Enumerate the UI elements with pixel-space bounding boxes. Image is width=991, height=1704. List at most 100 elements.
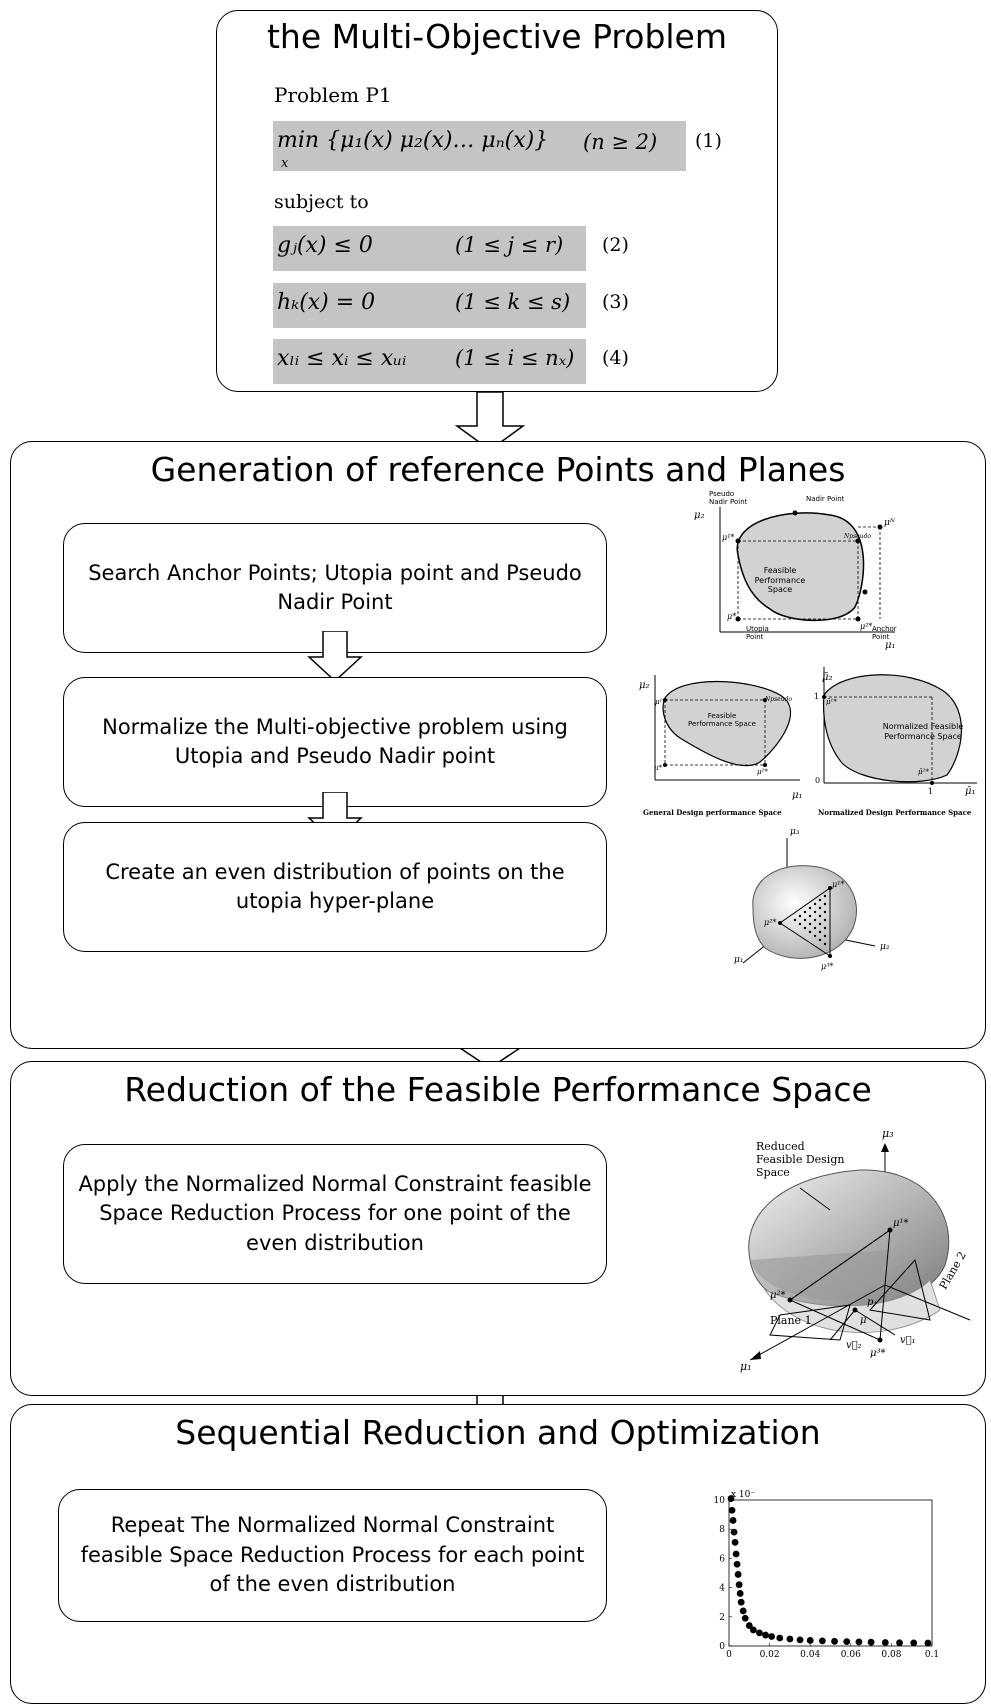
data-point [762,1631,769,1639]
fig4-pj-label: pⱼ [867,1297,877,1308]
data-point [806,1637,814,1644]
x-tick-label: 0.08 [881,1650,901,1660]
data-point [734,1571,742,1578]
fig1-npseudo-label: Npseudo [844,533,872,540]
objective-expr: min {μ₁(x) μ₂(x)… μₙ(x)} [277,128,549,153]
data-point [910,1639,918,1647]
fig2-mu2s-label: μ²* [757,768,768,776]
fig4-mu3-label: μ₃ [882,1127,894,1140]
objective-cond: (n ≥ 2) [583,130,658,154]
fig2-zero: 0 [815,776,821,785]
fig2-one-y: 1 [814,692,820,701]
y-multiplier-label: x 10⁻ [731,1490,755,1500]
data-point [729,1517,737,1524]
fig3-mu1s-label: μ¹* [832,880,845,889]
constraint-4-num: (4) [602,347,629,369]
fig1-mu2-label: μ₂ [694,510,705,521]
subject-to: subject to [274,191,369,213]
fig2-mu2bs-label: μ̄²* [918,768,929,776]
fig1-mu2s-label: μ²* [860,622,873,631]
sequential-title: Sequential Reduction and Optimization [175,1413,821,1452]
fig3-mu1-label: μ₁ [734,955,744,965]
figure-normalized-space [822,667,977,785]
objective-num: (1) [695,130,722,152]
data-point [745,1622,753,1629]
fig4-mu3s-label: μ³* [870,1348,886,1359]
constraint-2-bg [273,226,586,271]
fig2-npseudo-label: Npseudo [765,696,793,703]
x-tick-label: 0.1 [925,1650,939,1660]
constraint-3-expr: hₖ(x) = 0 [277,290,376,315]
data-point [796,1636,804,1644]
constraint-4-cond: (1 ≤ i ≤ nₓ) [455,346,575,370]
fig2-mu2-label: μ₂ [639,680,650,691]
data-point [855,1638,863,1646]
fig4-reduced: Reduced Feasible Design Space [756,1140,845,1180]
fig2-mus-label: μ* [654,764,663,772]
step-apply-nnc: Apply the Normalized Normal Constraint f… [63,1144,607,1284]
figure-general-space [654,675,800,781]
data-point [924,1639,932,1647]
data-point [881,1639,889,1646]
constraint-4-bg [273,339,586,384]
constraint-4-expr: xₗᵢ ≤ xᵢ ≤ xᵤᵢ [277,346,407,371]
fig1-feasible: Feasible Performance Space [754,566,806,595]
x-tick-label: 0 [726,1650,732,1660]
data-point [728,1506,736,1514]
y-tick-label: 4 [719,1584,725,1594]
arrow-1 [454,392,526,451]
y-tick-label: 10 [714,1496,726,1506]
problem-panel: the Multi-Objective Problem Problem P1 m… [216,10,778,392]
figure-anchor-points [719,507,895,633]
fig4-v2-label: v⃗₂ [846,1340,862,1351]
figure-utopia-hyperplane [742,838,876,964]
fig2-feasible: Feasible Performance Space [688,712,756,729]
data-point [737,1598,745,1606]
y-tick-label: 6 [719,1554,725,1564]
fig2-normalized: Normalized Feasible Performance Space [882,722,964,741]
data-point [739,1607,747,1615]
data-point [831,1637,838,1645]
constraint-3-cond: (1 ≤ k ≤ s) [455,290,571,314]
fig4-mu-label: μ [860,1315,867,1326]
data-point [727,1495,735,1502]
data-point [818,1637,826,1645]
y-tick-label: 2 [719,1613,725,1623]
problem-heading: Problem P1 [274,83,392,107]
data-point [731,1538,739,1546]
constraint-3-num: (3) [602,291,629,313]
fig1-nadir: Nadir Point [806,495,845,503]
fig1-pseudo-nadir: Pseudo Nadir Point [709,490,748,507]
objective-eq-bg [273,121,686,171]
fig2-one-x: 1 [928,787,934,796]
fig2-mu1b-label: μ̄₁ [965,786,976,797]
chart-frame [728,1499,933,1647]
constraint-2-cond: (1 ≤ j ≤ r) [455,233,564,257]
x-tick-label: 0.04 [800,1650,820,1660]
data-point [776,1634,784,1642]
data-point [730,1528,738,1536]
data-point [768,1633,776,1640]
fig4-mu1-label: μ₁ [740,1360,752,1373]
fig1-mus-label: μ* [727,612,737,621]
data-point [867,1638,875,1646]
step-even-distribution: Create an even distribution of points on… [63,822,607,952]
problem-title: the Multi-Objective Problem [266,17,728,56]
fig1-utopia: Utopia Point [746,625,769,642]
constraint-3-bg [273,283,586,328]
fig3-mu2s-label: μ²* [764,918,777,927]
constraint-2-num: (2) [602,234,629,256]
fig2-caption-left: General Design performance Space [643,808,782,817]
fig2-caption-right: Normalized Design Performance Space [818,808,972,817]
reduction-title: Reduction of the Feasible Performance Sp… [124,1070,872,1109]
fig4-plane1: Plane 1 [770,1314,812,1327]
data-point [733,1560,741,1568]
fig3-mu3-label: μ₃ [790,827,800,837]
objective-sub: x [281,156,289,171]
arrow-step-1 [307,631,363,683]
fig1-mu1s-label: μ¹* [722,533,735,542]
data-point [896,1639,903,1647]
fig2-mu1s-label: μ¹* [655,698,666,706]
fig1-mu1-label: μ₁ [885,640,896,651]
